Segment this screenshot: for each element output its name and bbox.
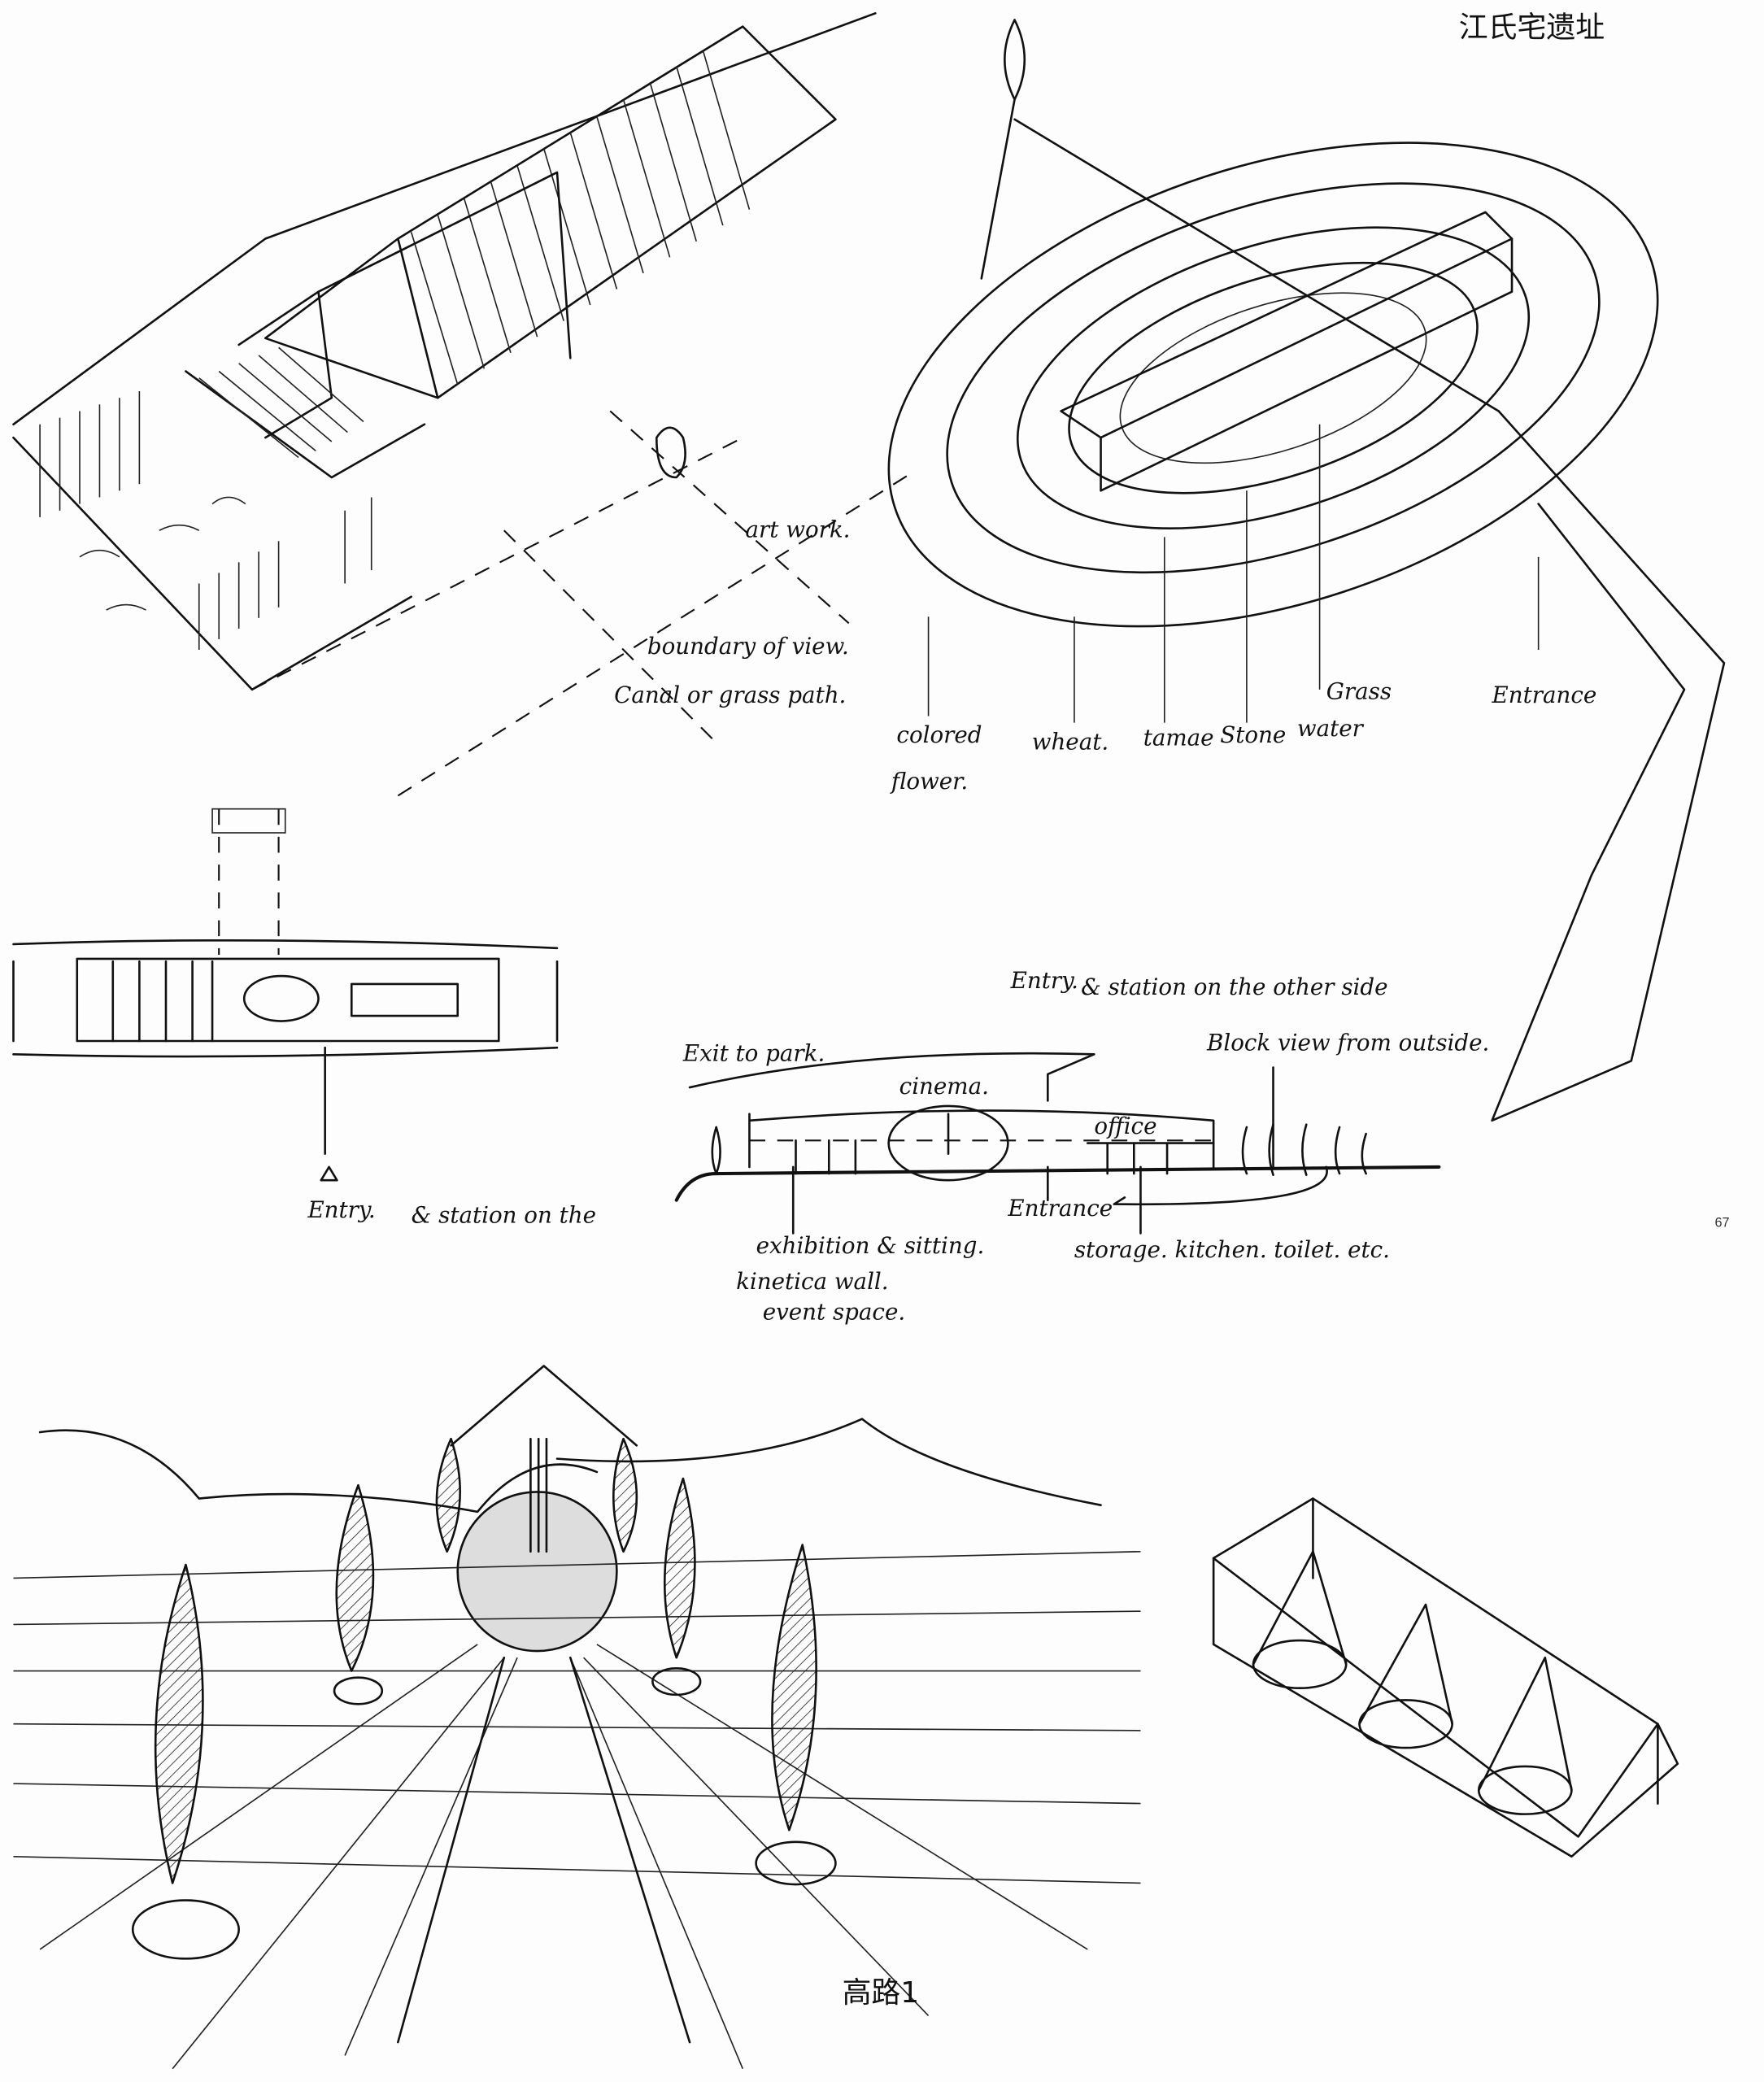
- kinetic-wall-label: kinetica wall.: [736, 1268, 888, 1295]
- landscape-perspective-sketch: 高路1: [13, 1365, 1141, 2070]
- event-space-label: event space.: [763, 1298, 905, 1325]
- label-wheat: wheat.: [1032, 728, 1108, 755]
- label-tamae: tamae: [1143, 724, 1214, 751]
- page-number: 67: [1715, 1215, 1730, 1230]
- label-art-work: art work.: [746, 516, 851, 542]
- cypress-trees: [131, 1437, 837, 1960]
- section-sketch: Entry. & station on the other side Exit …: [674, 967, 1489, 1325]
- label-flower: flower.: [890, 768, 968, 795]
- cinema-label: cinema.: [899, 1073, 989, 1100]
- oval-site-sketch: colored flower. wheat. tamae Stone water…: [887, 19, 1730, 1230]
- exit-to-park-label: Exit to park.: [682, 1039, 825, 1066]
- section-station-label: & station on the other side: [1081, 973, 1387, 1000]
- bottom-caption: 高路1: [843, 1976, 920, 2010]
- label-stone: Stone: [1220, 721, 1286, 748]
- label-entrance-oval: Entrance: [1492, 682, 1597, 708]
- label-canal-path: Canal or grass path.: [614, 682, 846, 708]
- label-grass: Grass: [1326, 677, 1392, 704]
- office-label: office: [1094, 1113, 1156, 1139]
- label-colored: colored: [896, 721, 982, 748]
- plan-station-label: & station on the: [412, 1201, 596, 1228]
- block-view-label: Block view from outside.: [1206, 1029, 1489, 1056]
- handwritten-title: 江氏宅遗址: [1459, 11, 1605, 45]
- section-entrance-label: Entrance: [1007, 1195, 1113, 1222]
- plan-entry-label: Entry.: [307, 1196, 375, 1223]
- section-entry-label: Entry.: [1010, 967, 1078, 994]
- label-water: water: [1297, 715, 1365, 742]
- small-box-sketch: [1212, 1497, 1679, 1858]
- pavilion-perspective-sketch: art work. boundary of view. Canal or gra…: [12, 12, 916, 797]
- exhibition-label: exhibition & sitting.: [756, 1232, 985, 1259]
- plan-sketch: Entry. & station on the: [12, 808, 596, 1228]
- label-boundary-of-view: boundary of view.: [647, 633, 849, 660]
- storage-label: storage. kitchen. toilet. etc.: [1074, 1236, 1390, 1263]
